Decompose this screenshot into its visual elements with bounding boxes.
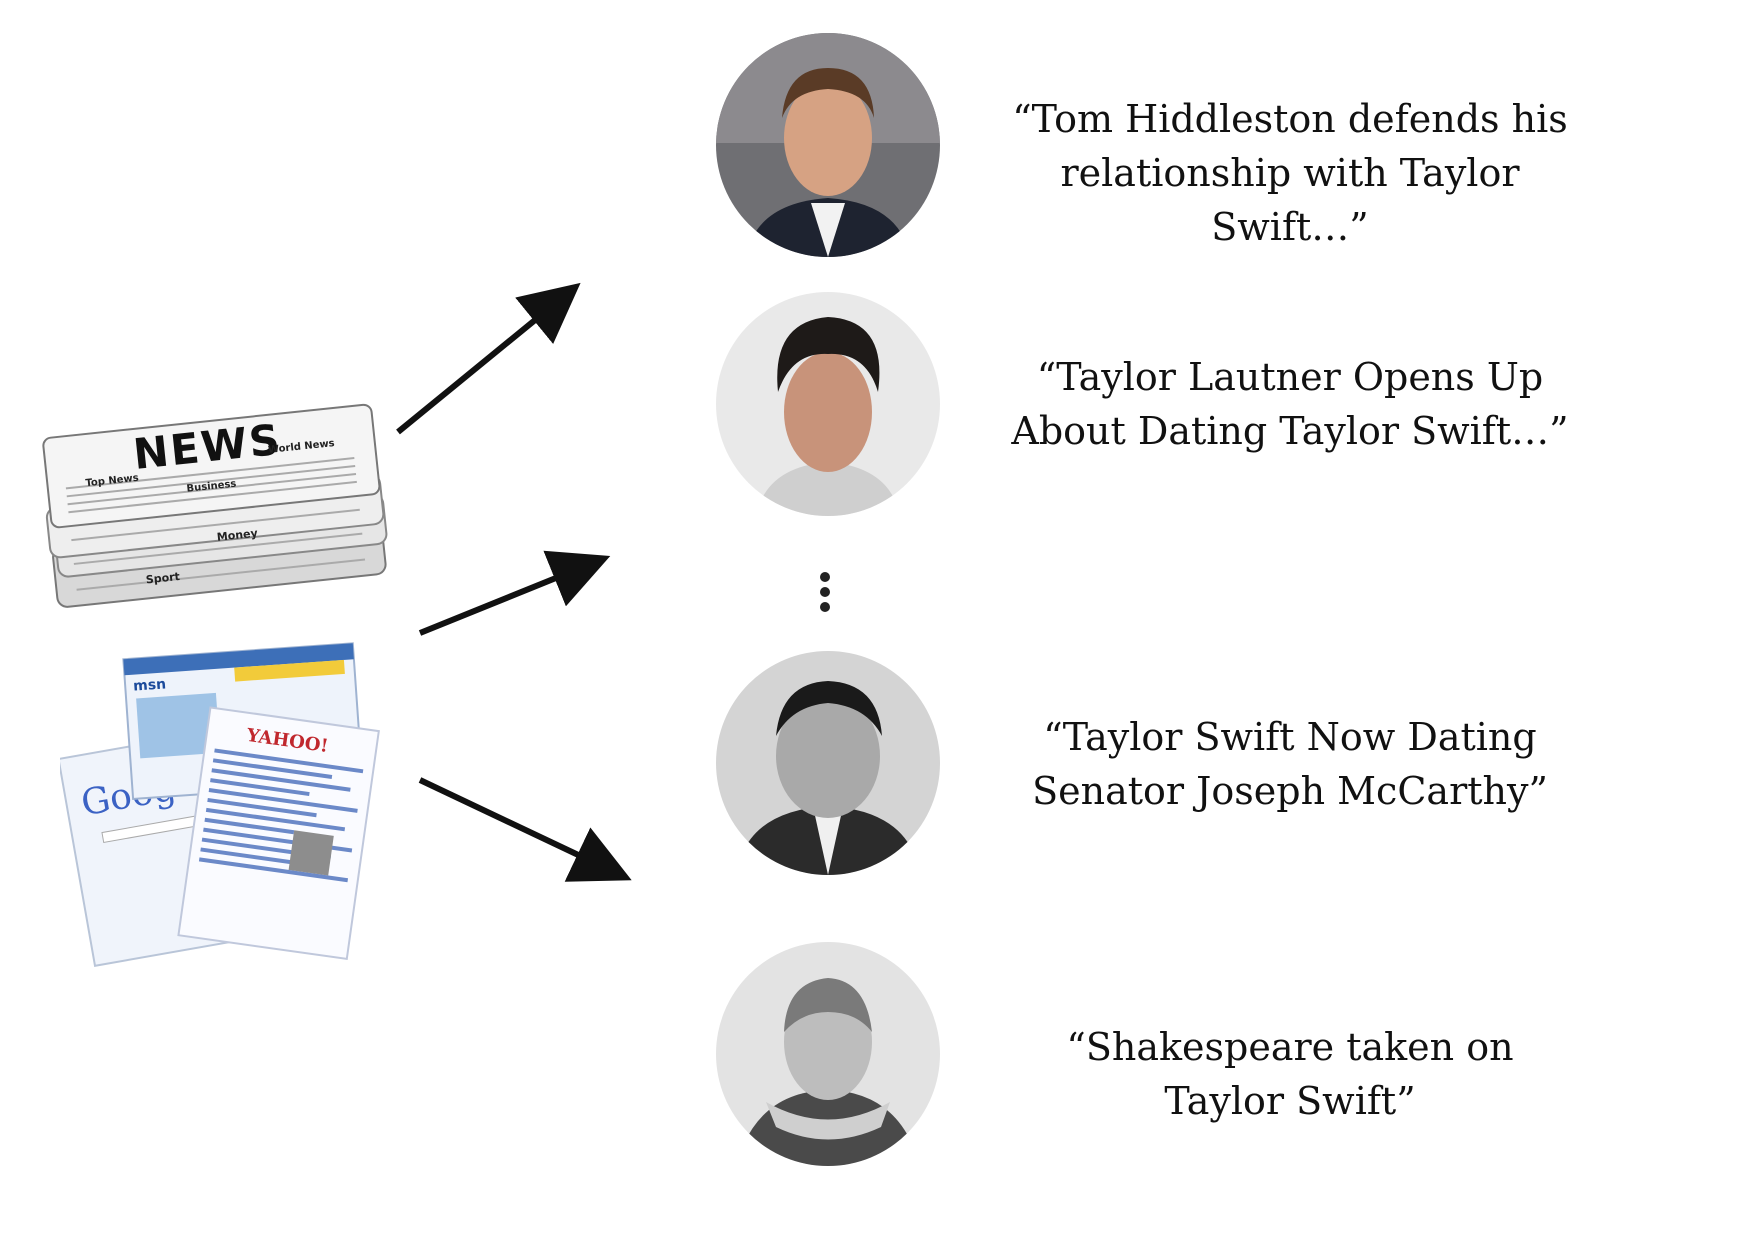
ellipsis-dot [820,587,830,597]
portrait-shakespeare [716,942,940,1166]
headline-line: “Taylor Lautner Opens Up [1036,355,1544,399]
portrait-tom-hiddleston [716,33,940,257]
headline-line: Taylor Swift” [1164,1079,1416,1123]
newspaper-section: Money [216,527,258,544]
ellipsis-dot [820,572,830,582]
newspaper-image: NEWS Top News Business World News Money … [42,403,388,608]
headline-line: “Tom Hiddleston defends his [1012,97,1568,141]
portrait-taylor-lautner [716,292,940,516]
headline-line: “Taylor Swift Now Dating [1043,715,1537,759]
arrow-to-lower [418,777,632,882]
newspaper-section: Sport [145,570,180,586]
arrow-to-top [396,282,581,435]
headline-mccarthy: “Taylor Swift Now Dating Senator Joseph … [960,710,1620,818]
headline-hiddleston: “Tom Hiddleston defends his relationship… [960,92,1620,254]
ellipsis-dot [820,602,830,612]
arrow-to-middle [418,550,611,636]
portrait-joseph-mccarthy [716,651,940,875]
headline-shakespeare: “Shakespeare taken on Taylor Swift” [960,1020,1620,1128]
headline-line: “Shakespeare taken on [1066,1025,1514,1069]
newspaper-section: Business [186,479,237,495]
webpages-image: Goog msn YAHOO! [60,642,380,967]
headline-line: relationship with Taylor [1060,151,1520,195]
headline-line: About Dating Taylor Swift…” [1011,409,1569,453]
headline-line: Senator Joseph McCarthy” [1032,769,1548,813]
headline-line: Swift…” [1211,205,1369,249]
msn-logo: msn [133,676,167,694]
headline-lautner: “Taylor Lautner Opens Up About Dating Ta… [960,350,1620,458]
